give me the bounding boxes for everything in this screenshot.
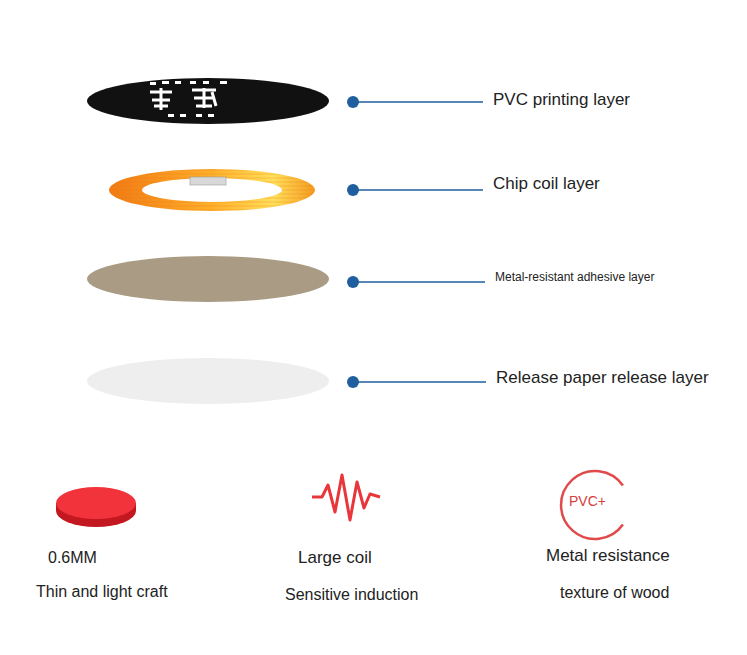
layer-label: PVC printing layer [493,90,630,110]
layer-label: Release paper release layer [496,368,709,388]
printed-marks [150,81,227,117]
layer-label: Chip coil layer [493,174,600,194]
coil-ring [109,169,315,211]
leader-dots [347,96,359,388]
feature-caption: texture of wood [560,583,669,602]
icon-text: PVC+ [569,493,606,510]
leader-lines [353,102,486,382]
feature-title: Large coil [298,548,372,568]
pvc-layer [87,78,329,124]
coil-windings [109,169,315,211]
adhesive-layer [87,256,329,302]
release-paper [87,358,329,404]
feature-caption: Thin and light craft [36,582,168,601]
layer-label: Metal-resistant adhesive layer [495,270,655,284]
pvc-arc-icon [561,471,623,539]
thin-disc-icon [56,487,136,527]
waveform-icon [312,475,380,520]
chip [190,177,226,185]
feature-caption: Sensitive induction [285,585,418,604]
feature-title: Metal resistance [546,546,670,566]
feature-value: 0.6MM [48,548,97,567]
